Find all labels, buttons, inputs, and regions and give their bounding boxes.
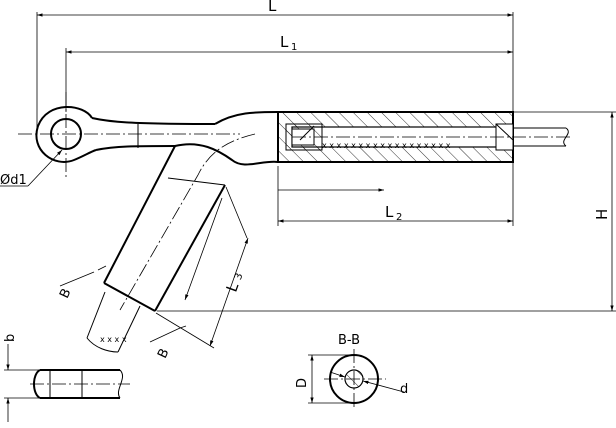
label-L1-sub: 1 (291, 42, 297, 53)
eye-end (35, 106, 216, 163)
dimension-H: H (157, 111, 616, 312)
eye-side-view: b (3, 334, 130, 422)
label-L: L (268, 0, 277, 15)
label-d1: Ød1 (0, 173, 27, 188)
label-L2-sub: 2 (396, 212, 402, 223)
angled-leg: x x x x (86, 111, 279, 353)
label-b: b (3, 334, 18, 342)
dimension-L1: L 1 (65, 33, 513, 112)
label-L3-sub: 3 (233, 272, 246, 282)
label-B-bottom: B (155, 346, 172, 360)
label-B-top: B (57, 286, 74, 300)
label-D: D (295, 378, 310, 388)
label-H: H (593, 209, 611, 220)
label-L1: L (280, 33, 289, 51)
dimension-L2: L 2 (277, 162, 514, 226)
svg-text:x x x x x x x x x x x x x x x: x x x x x x x x x x x x x x x x x x (322, 141, 451, 150)
d1-callout: Ød1 (0, 149, 63, 188)
label-L2: L (385, 203, 394, 221)
svg-text:x x x x: x x x x (100, 335, 127, 344)
dimension-L: L (36, 0, 514, 132)
section-marker-B: B B (57, 265, 187, 361)
section-B-B: B-B D d (295, 333, 408, 410)
label-section-B-B: B-B (338, 333, 360, 348)
label-d: d (400, 382, 408, 397)
sleeve-section: x x x x x x x x x x x x x x x x x x (277, 111, 570, 163)
dimension-L3: L 3 (155, 186, 249, 349)
